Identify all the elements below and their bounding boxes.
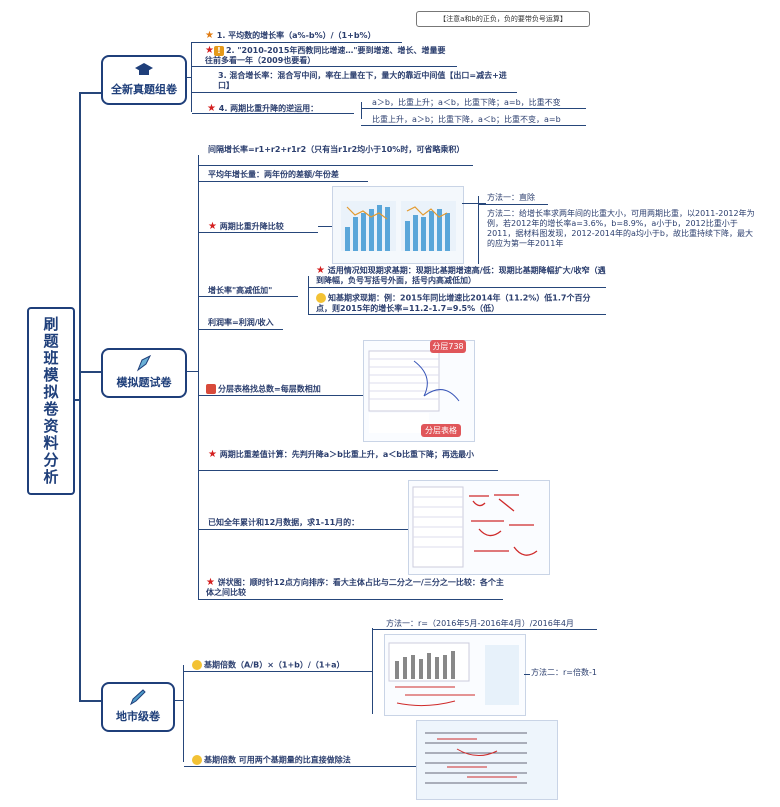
b2-avg[interactable]: 平均年增长量：两年份的差额/年份差 — [208, 170, 408, 180]
b2-growth[interactable]: 增长率"高减低加" — [208, 286, 298, 296]
category-real-exam[interactable]: 全新真题组卷 — [101, 55, 187, 105]
b2-interval[interactable]: 间隔增长率=r1+r2+r1r2（只有当r1r2均小于10%时，可省略乘积） — [208, 145, 473, 155]
smiley-icon — [192, 660, 202, 670]
star-icon: ★ — [206, 577, 215, 588]
smiley-icon — [192, 755, 202, 765]
b1-item4a: a＞b，比重上升；a＜b，比重下降；a=b，比重不变 — [372, 98, 597, 108]
lecture-thumbnail — [384, 634, 526, 716]
underline — [184, 671, 372, 672]
lecture-sketch-icon — [385, 635, 525, 715]
root-title: 刷题班模拟卷资料分析 — [41, 316, 62, 486]
connector-fork — [308, 276, 309, 314]
branch2-spine — [198, 155, 199, 600]
branch3-spine — [183, 665, 184, 762]
connector-cat3 — [79, 700, 101, 702]
underline — [192, 92, 517, 93]
b2-profit[interactable]: 利润率=利润/收入 — [208, 318, 298, 328]
connector — [524, 674, 530, 675]
b2-growth2: 知基期求现期：例：2015年同比增速比2014年（11.2%）低1.7个百分点，… — [316, 293, 606, 314]
underline — [198, 329, 283, 330]
b2-method1: 方法一：直除 — [487, 193, 577, 203]
b2-layer[interactable]: 分层表格找总数=每层数相加 — [206, 384, 356, 395]
handwritten-thumbnail — [408, 480, 550, 575]
underline — [198, 470, 498, 471]
connector — [406, 766, 416, 767]
underline — [184, 766, 406, 767]
category-label: 全新真题组卷 — [111, 83, 177, 96]
underline — [198, 181, 368, 182]
worksheet-thumbnail — [416, 720, 558, 800]
b3-base2[interactable]: 基期倍数 可用两个基期量的比直接做除法 — [192, 755, 407, 766]
b2-method2: 方法二：给增长率求两年间的比重大小，可用两期比重，以2011-2012年为例，若… — [487, 209, 757, 249]
underline — [198, 395, 348, 396]
star-icon: ★ — [205, 30, 214, 41]
callout-note: 【注意a和b的正负，负的要带负号运算】 — [416, 11, 590, 27]
chart-thumbnail — [332, 186, 464, 264]
graduation-cap-icon — [134, 61, 154, 79]
underline — [372, 629, 597, 630]
underline — [361, 108, 586, 109]
star-icon: ★ — [208, 449, 217, 460]
b1-item3[interactable]: 3. 混合增长率：混合写中间，率在上量在下，量大的靠近中间值【出口=减去+进口】 — [218, 71, 518, 91]
category-mock-exam[interactable]: 模拟题试卷 — [101, 348, 187, 398]
underline — [361, 125, 586, 126]
b2-annual[interactable]: 已知全年累计和12月数据，求1-11月的： — [208, 518, 383, 528]
connector — [348, 395, 363, 396]
star-icon: ★ — [208, 221, 217, 232]
connector-cat2 — [79, 371, 101, 373]
worksheet-sketch-icon — [417, 721, 557, 799]
pencil-icon — [128, 688, 148, 706]
b2-compare[interactable]: ★ 两期比重升降比较 — [208, 222, 318, 232]
b1-item2[interactable]: ★!2. "2010-2015年西教同比增速…"要到增速、增长、增量要往前多看一… — [205, 46, 450, 66]
connector-fork — [478, 196, 479, 264]
b3-method1: 方法一：r=（2016年5月-2016年4月）/2016年4月 — [386, 619, 606, 629]
underline — [308, 287, 606, 288]
underline — [478, 204, 548, 205]
b1-item1[interactable]: ★ 1. 平均数的增长率（a%-b%）/（1+b%） — [205, 31, 415, 41]
underline — [192, 42, 402, 43]
branch2-connector — [186, 371, 199, 372]
b1-item4b: 比重上升，a＞b；比重下降，a＜b；比重不变，a=b — [372, 115, 597, 125]
underline — [308, 314, 606, 315]
connector-fork — [372, 628, 373, 714]
category-label: 模拟题试卷 — [117, 376, 172, 389]
underline — [198, 165, 473, 166]
underline — [192, 113, 354, 114]
b1-item4-fork — [361, 102, 362, 119]
underline — [198, 296, 298, 297]
b3-base[interactable]: 基期倍数（A/B）×（1+b）/（1+a） — [192, 660, 372, 671]
connector — [383, 529, 408, 530]
fountain-pen-icon — [134, 354, 154, 372]
layer-pill-top: 分层738 — [430, 340, 466, 353]
connector — [318, 226, 332, 227]
root-topic[interactable]: 刷题班模拟卷资料分析 — [27, 307, 75, 495]
smiley-icon — [316, 293, 326, 303]
star-icon: ★ — [316, 265, 325, 276]
underline — [198, 232, 318, 233]
b3-method2: 方法二：r=倍数-1 — [531, 668, 631, 678]
underline — [192, 66, 457, 67]
connector-cat1 — [79, 92, 101, 94]
b2-pie[interactable]: ★ 饼状图：顺时针12点方向排序：看大主体占比与二分之一/三分之一比较：各个主体… — [206, 578, 506, 598]
layer-pill-bottom: 分层表格 — [421, 424, 461, 437]
b2-growth1: ★ 适用情况知现期求基期：现期比基期增速高/低：现期比基期降幅扩大/收窄（遇到降… — [316, 266, 606, 286]
underline — [198, 599, 503, 600]
star-icon: ★ — [205, 45, 214, 56]
bar-chart-thumbnail-icon — [333, 187, 463, 263]
underline — [198, 529, 383, 530]
bookmark-icon — [206, 384, 216, 394]
category-label: 地市级卷 — [116, 710, 160, 723]
b2-diff[interactable]: ★ 两期比重差值计算：先判升降a＞b比重上升，a＜b比重下降；再选最小 — [208, 450, 503, 460]
category-city-exam[interactable]: 地市级卷 — [101, 682, 175, 732]
root-spine — [79, 92, 81, 702]
warning-icon: ! — [214, 46, 224, 56]
handwriting-sketch-icon — [409, 481, 549, 574]
